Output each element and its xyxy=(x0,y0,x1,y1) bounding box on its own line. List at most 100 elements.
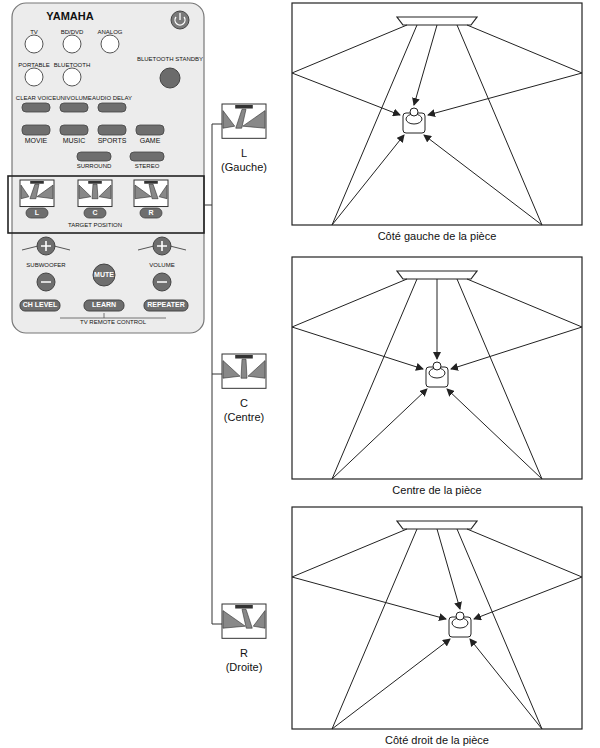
button-label: MUTE xyxy=(94,271,114,279)
stroke xyxy=(332,279,427,479)
mode-buttons xyxy=(22,103,164,161)
stroke xyxy=(223,611,245,629)
stroke xyxy=(88,181,102,184)
button-label: CH LEVEL xyxy=(23,301,58,309)
button-label: CLEAR VOICE xyxy=(16,95,56,102)
button-label: YAMAHA xyxy=(46,10,93,22)
position-icon xyxy=(222,104,266,138)
position-icons-large xyxy=(222,104,266,638)
position-icon xyxy=(222,604,266,638)
stroke xyxy=(37,185,53,199)
caption-label: Centre de la pièce xyxy=(392,484,481,496)
room-diagrams xyxy=(292,3,582,729)
room-outline xyxy=(292,257,582,479)
stroke xyxy=(223,361,240,379)
speaker-bar xyxy=(397,17,477,25)
stroke xyxy=(414,25,437,105)
listener xyxy=(426,362,448,387)
position-buttons xyxy=(26,208,162,218)
input-buttons xyxy=(25,35,119,86)
button-label: UNIVOLUME xyxy=(56,95,92,102)
stroke xyxy=(235,605,253,609)
power-button xyxy=(171,11,189,29)
button-label: BLUETOOTH STANDBY xyxy=(137,56,203,63)
stroke xyxy=(447,279,542,479)
stroke xyxy=(253,611,265,629)
button-label: SPORTS xyxy=(98,137,127,145)
stroke xyxy=(99,185,111,199)
stroke xyxy=(332,529,450,729)
stroke xyxy=(235,105,253,109)
stroke xyxy=(92,184,98,199)
button-label: AUDIO DELAY xyxy=(92,95,132,102)
highlight-frame xyxy=(8,176,204,233)
stroke xyxy=(78,180,112,207)
stroke xyxy=(428,25,582,115)
stroke xyxy=(223,111,235,129)
stroke xyxy=(159,185,167,199)
stroke xyxy=(437,529,460,609)
stroke xyxy=(144,181,158,184)
stroke xyxy=(222,604,266,638)
stroke xyxy=(292,529,446,619)
button-label: TV REMOTE CONTROL xyxy=(80,319,146,326)
button-label: ANALOG xyxy=(97,29,122,36)
speaker-bar xyxy=(397,521,477,529)
listener xyxy=(403,108,425,133)
stroke xyxy=(21,185,29,199)
button-label: TV xyxy=(30,29,38,36)
stroke xyxy=(292,25,407,115)
listener xyxy=(449,612,471,637)
bracket xyxy=(204,124,222,624)
button-label: L xyxy=(35,209,39,217)
stroke xyxy=(424,25,542,225)
button-label: MOVIE xyxy=(25,137,48,145)
position-icons xyxy=(20,180,168,207)
stroke xyxy=(222,104,266,138)
position-icon xyxy=(20,180,54,207)
button-label: BLUETOOTH xyxy=(54,62,91,69)
caption-label: Côté gauche de la pièce xyxy=(378,230,497,242)
button-label: TARGET POSITION xyxy=(68,222,122,229)
stroke xyxy=(235,355,253,359)
stroke xyxy=(134,180,168,207)
stroke xyxy=(292,279,423,369)
stroke xyxy=(243,111,265,129)
stroke xyxy=(135,185,151,199)
caption-label: R xyxy=(240,647,248,659)
button-label: LEARN xyxy=(92,301,116,309)
position-icon xyxy=(78,180,112,207)
button-label: SUBWOOFER xyxy=(26,262,65,269)
remote-body xyxy=(12,3,204,333)
button-label: PORTABLE xyxy=(18,62,49,69)
button-label: GAME xyxy=(140,137,161,145)
button-label: C xyxy=(92,209,97,217)
button-label: R xyxy=(148,209,153,217)
button-label: STEREO xyxy=(135,163,160,170)
stroke xyxy=(433,362,441,370)
room-outline xyxy=(292,507,582,729)
stroke xyxy=(467,529,582,619)
caption-label: (Droite) xyxy=(226,661,263,673)
position-icon xyxy=(222,354,266,388)
button-label: SURROUND xyxy=(77,163,112,170)
button-label: MUSIC xyxy=(63,137,86,145)
caption-label: C xyxy=(240,397,248,409)
stroke xyxy=(456,612,464,620)
button-label: BD/DVD xyxy=(61,29,84,36)
caption-label: (Centre) xyxy=(224,411,264,423)
stroke xyxy=(20,180,54,207)
level-buttons xyxy=(20,237,188,318)
position-icon xyxy=(134,180,168,207)
room-outline xyxy=(292,3,582,225)
standby-button xyxy=(160,68,180,88)
stroke xyxy=(222,354,266,388)
caption-label: L xyxy=(241,147,247,159)
stroke xyxy=(451,279,582,369)
stroke xyxy=(79,185,91,199)
stroke xyxy=(437,279,438,359)
stroke xyxy=(30,181,44,184)
button-label: VOLUME xyxy=(149,262,174,269)
stroke xyxy=(248,361,265,379)
